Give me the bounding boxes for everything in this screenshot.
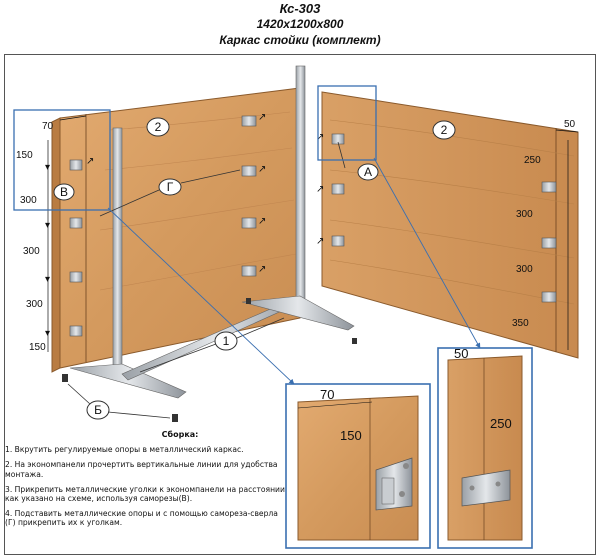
instruction-step-4: 4. Подставить металлические опоры и с по… [5,509,278,528]
zoom-right-side: 250 [490,416,512,431]
left-panel-number: 2 [155,120,162,134]
right-dim-2: 300 [516,209,533,220]
product-size: 1420x1200x800 [256,17,344,31]
left-panel-brackets: ↗ ↗ ↗ ↗ ↗ [69,112,266,337]
zoom-left-top: 70 [320,387,334,402]
left-dim-top: 70 [42,121,54,132]
assembly-instructions: Сборка: 1. Вкрутить регулируемые опоры в… [5,430,290,528]
svg-text:↗: ↗ [316,236,324,247]
callout-b: Б [94,403,102,417]
left-dim-5: 150 [29,342,46,353]
left-dimensions: 70 150 300 300 300 150 ▾ ▾ ▾ ▾ [16,115,87,353]
svg-text:▾: ▾ [45,162,50,173]
svg-text:▾: ▾ [45,274,50,285]
svg-text:↗: ↗ [86,156,94,167]
svg-text:▾: ▾ [45,328,50,339]
right-dimensions: 50 250 300 300 350 [512,119,579,350]
right-panel-number: 2 [441,123,448,137]
right-dim-top: 50 [564,119,576,130]
svg-text:↗: ↗ [258,264,266,275]
callout-frame: 1 [223,334,230,348]
instruction-step-1: 1. Вкрутить регулируемые опоры в металли… [5,445,244,455]
zoom-left-side: 150 [340,428,362,443]
product-code: Кс-303 [279,1,321,16]
left-dim-2: 300 [20,195,37,206]
svg-text:↗: ↗ [258,112,266,123]
right-dim-3: 300 [516,264,533,275]
right-panel-brackets: ↗ ↗ ↗ [316,132,557,303]
drawing-frame [4,54,596,555]
callout-g: Г [167,180,174,194]
zoom-right-top: 50 [454,346,468,361]
product-title: Каркас стойки (комплект) [219,33,381,47]
zoom-detail-right: 50 250 [437,346,533,549]
callout-v: В [60,185,68,199]
instruction-step-3: 3. Прикрепить металлические уголки к эко… [5,484,285,504]
callout-labels: 2 2 А В Г 1 Б [53,117,456,420]
left-panel [51,87,301,373]
svg-text:↗: ↗ [258,216,266,227]
left-dim-3: 300 [23,246,40,257]
svg-text:▾: ▾ [45,220,50,231]
callout-a: А [364,165,372,179]
right-dim-4: 350 [512,318,529,329]
left-dim-4: 300 [26,299,43,310]
svg-text:↗: ↗ [316,184,324,195]
metal-frame [62,65,357,422]
svg-text:↗: ↗ [258,164,266,175]
right-dim-1: 250 [524,155,541,166]
svg-text:↗: ↗ [316,132,324,143]
instruction-step-2: 2. На экономпанели прочертить вертикальн… [5,460,278,479]
detail-highlights [13,85,481,385]
left-dim-1: 150 [16,150,33,161]
zoom-detail-left: 70 150 [285,383,431,549]
instructions-title: Сборка: [161,430,199,439]
